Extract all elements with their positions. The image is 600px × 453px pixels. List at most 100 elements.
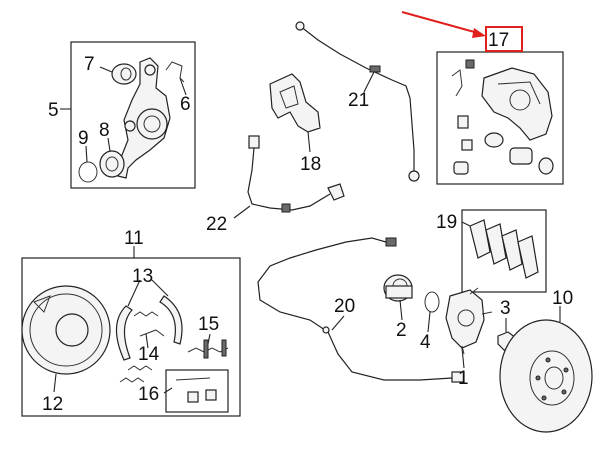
rotor-stud-hole-e: [535, 375, 541, 381]
hardware-pin: [203, 339, 209, 359]
callout-5: 5: [48, 100, 59, 121]
callout-15: 15: [198, 314, 219, 335]
knuckle-upper-eye: [144, 64, 156, 76]
leader-16: [163, 387, 173, 394]
caliper-clip: [451, 69, 463, 97]
hardware-kit-clip-a: [187, 391, 199, 403]
rotor-stud-hole-b: [563, 367, 569, 373]
wheel-stud-b: [481, 311, 493, 315]
hose-end-fitting: [295, 21, 305, 31]
knuckle-group: [60, 41, 196, 189]
callout-7: 7: [84, 54, 95, 75]
leader-7: [99, 66, 113, 73]
callout-13: 13: [132, 266, 153, 287]
bracket-slot: [279, 85, 299, 109]
hardware-kit-clip-b: [205, 389, 217, 401]
caliper-bracket-group: [269, 73, 321, 153]
cable-grommet: [322, 326, 330, 334]
leader-18: [307, 131, 311, 153]
leader-1: [461, 347, 465, 369]
leader-4: [427, 311, 431, 333]
abs-wire-clip: [281, 203, 291, 213]
highlight-arrow-head: [472, 28, 486, 38]
backing-plate-ring: [29, 293, 103, 367]
lower-bushing-core: [105, 156, 119, 172]
rotor-group: [499, 306, 593, 433]
abs-connector: [248, 135, 260, 149]
callout-17: 17: [488, 30, 509, 51]
callout-3: 3: [500, 298, 511, 319]
shoe-spring-upper: [133, 311, 159, 317]
callout-21: 21: [348, 90, 369, 111]
callout-9: 9: [78, 128, 89, 149]
wheel-hub-center: [457, 309, 475, 327]
brake-shoe-left: [115, 305, 133, 361]
backing-plate-center: [55, 313, 89, 347]
rotor-stud-hole-d: [541, 395, 547, 401]
leader-13b: [151, 279, 169, 297]
abs-sensor-bracket: [165, 61, 185, 83]
upper-bushing-core: [120, 67, 132, 81]
caliper-rib: [497, 81, 541, 105]
guide-pin-bolt-b: [461, 139, 473, 151]
part-17-highlight-box: [485, 26, 523, 52]
abs-sensor-head: [327, 183, 345, 201]
snap-ring: [78, 161, 98, 183]
callout-19: 19: [436, 212, 457, 233]
callout-11: 11: [124, 228, 144, 249]
brake-hose: [299, 25, 415, 172]
hose-banjo-fitting: [408, 170, 420, 182]
parking-cable-group: [257, 237, 465, 383]
callout-4: 4: [420, 332, 431, 353]
hose-clip: [369, 65, 381, 73]
brake-pad-3: [501, 229, 523, 271]
leader-19: [461, 221, 471, 227]
callouts: 5 7 6 8 9 18 21 17 22 19 11 13 14 15 16 …: [42, 30, 573, 415]
callout-12: 12: [42, 394, 63, 415]
piston-seal: [538, 157, 554, 175]
callout-14: 14: [138, 344, 160, 365]
guide-pin-boot: [484, 132, 504, 148]
callout-22: 22: [206, 214, 227, 235]
return-spring: [119, 377, 145, 383]
wheel-bearing-side: [385, 285, 413, 299]
knuckle-hub-bore: [136, 108, 168, 140]
wheel-stud-c: [461, 345, 465, 355]
bleeder-screw: [465, 59, 475, 69]
brake-shoe-right: [159, 295, 183, 345]
brake-rotor-hat: [529, 350, 575, 406]
brake-rotor-bore: [544, 366, 564, 390]
parking-brake-cable: [257, 237, 453, 381]
callout-2: 2: [396, 320, 407, 341]
bearing-snap-ring: [424, 291, 440, 313]
callout-8: 8: [99, 120, 110, 141]
guide-pin-sleeve: [453, 161, 469, 175]
highlight-arrow-shaft: [401, 11, 479, 34]
brake-rotor: [499, 319, 593, 433]
leader-9: [85, 145, 88, 163]
leader-8: [107, 137, 111, 152]
brake-pads-box: [461, 209, 547, 293]
callout-20: 20: [334, 296, 355, 317]
knuckle-hub-bore-inner: [143, 115, 161, 133]
brake-pad-4: [517, 235, 539, 279]
leader-21: [363, 71, 375, 93]
callout-16: 16: [138, 384, 159, 405]
brake-pad-1: [469, 219, 491, 259]
leader-15: [207, 333, 211, 345]
leader-6: [179, 77, 187, 96]
knuckle-box: [70, 41, 196, 189]
leader-13: [127, 279, 141, 307]
callout-18: 18: [300, 154, 321, 175]
hardware-kit-box: [165, 369, 229, 413]
callout-10: 10: [552, 288, 573, 309]
shoe-spring-lower: [127, 365, 153, 371]
callout-6: 6: [180, 94, 191, 115]
brake-pads-group: [461, 209, 547, 293]
caliper-piston: [509, 147, 533, 165]
hardware-pin-2: [221, 339, 227, 357]
brake-hose-group: [295, 21, 420, 182]
leader-22: [233, 205, 251, 219]
brake-caliper: [481, 67, 553, 141]
